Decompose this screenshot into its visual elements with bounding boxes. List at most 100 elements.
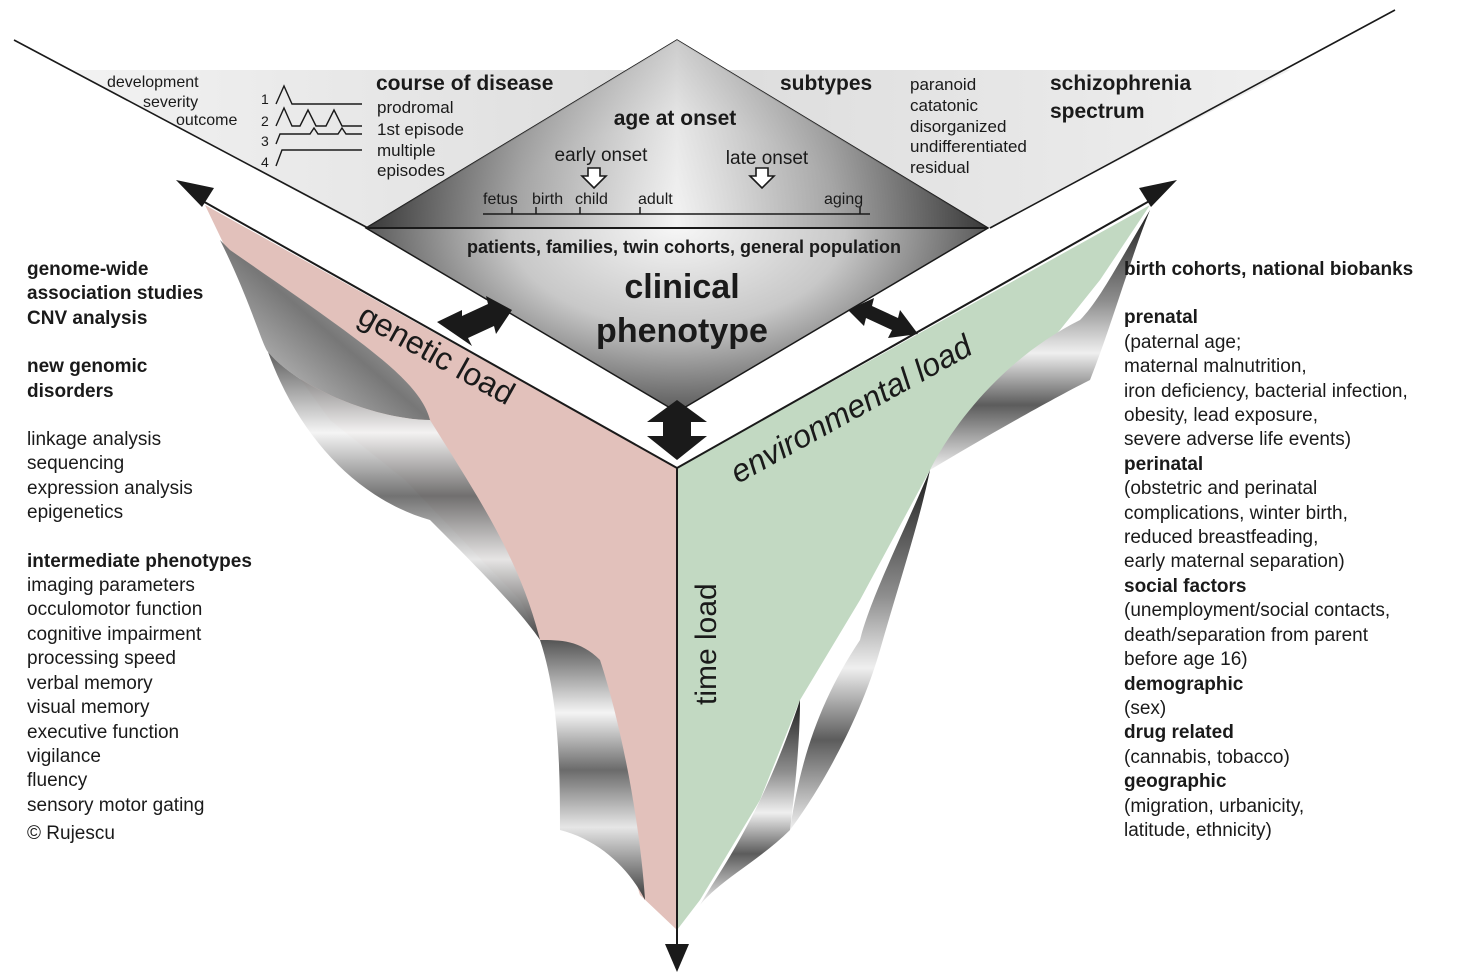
demographic-item: (sex) (1124, 697, 1167, 719)
intermediate-item: occulomotor function (27, 599, 203, 621)
early-onset-arrow-icon (580, 167, 608, 190)
intermediate-item: verbal memory (27, 672, 153, 694)
genetic-shading-mid (268, 352, 540, 640)
course-number-3: 3 (261, 133, 269, 149)
top-left-edge-line (13, 39, 369, 229)
gwas-line-2: association studies (27, 283, 204, 305)
early-onset-label: early onset (555, 145, 649, 166)
subtype-disorganized: disorganized (910, 117, 1006, 136)
timeline-label-adult: adult (638, 191, 673, 208)
course-number-2: 2 (261, 113, 269, 129)
late-onset-arrow-icon (748, 167, 776, 190)
new-genomic-line-1: new genomic (27, 356, 148, 378)
intermediate-item: visual memory (27, 697, 150, 719)
prenatal-item: iron deficiency, bacterial infection, (1124, 380, 1408, 402)
perinatal-item: early maternal separation) (1124, 551, 1345, 573)
genetic-axis-arrowhead-icon (176, 180, 214, 207)
course-of-disease-title: course of disease (376, 72, 553, 95)
method-item: linkage analysis (27, 429, 162, 451)
subtype-undifferentiated: undifferentiated (910, 137, 1027, 156)
intermediate-item: executive function (27, 721, 180, 743)
environmental-shading-upper (930, 210, 1150, 470)
intermediate-item: fluency (27, 770, 88, 792)
environmental-shading-lower (700, 700, 800, 905)
prenatal-item: (paternal age; (1124, 331, 1242, 353)
environmental-axis-line (676, 194, 1161, 469)
top-right-edge-line (989, 9, 1396, 229)
environmental-factors-panel: birth cohorts, national biobanks prenata… (1124, 258, 1413, 843)
perinatal-item: complications, winter birth, (1124, 502, 1348, 524)
populations-label: patients, families, twin cohorts, genera… (467, 237, 901, 257)
gwas-line-3: CNV analysis (27, 307, 148, 329)
intermediate-item: sensory motor gating (27, 794, 205, 816)
clinical-phenotype-title-1: clinical (624, 268, 739, 306)
environment-phenotype-double-arrow-icon (848, 298, 918, 338)
schizophrenia-spectrum-title-1: schizophrenia (1050, 72, 1192, 95)
geographic-title: geographic (1124, 771, 1227, 793)
social-factors-title: social factors (1124, 575, 1247, 597)
method-item: epigenetics (27, 502, 124, 524)
time-phenotype-double-arrow-icon (647, 400, 707, 460)
course-item-prodromal: prodromal (377, 98, 454, 117)
social-item: before age 16) (1124, 649, 1248, 671)
gwas-line-1: genome-wide (27, 259, 149, 280)
geographic-item: latitude, ethnicity) (1124, 819, 1272, 841)
environmental-load-face (677, 205, 1150, 930)
method-item: expression analysis (27, 477, 193, 499)
course-item-multiple: multiple (377, 141, 436, 160)
cohorts-title: birth cohorts, national biobanks (1124, 259, 1414, 280)
subtype-residual: residual (910, 158, 970, 177)
subtypes-title: subtypes (780, 72, 872, 95)
schizophrenia-spectrum-title-2: spectrum (1050, 100, 1145, 123)
genetic-methods-panel: genome-wide association studies CNV anal… (27, 258, 252, 847)
genetic-shading-upper (220, 240, 430, 420)
copyright-label: © Rujescu (27, 823, 115, 845)
course-item-episodes: episodes (377, 161, 445, 180)
axis-label-outcome: outcome (176, 112, 237, 129)
genetic-shading-lower (540, 640, 645, 900)
social-item: death/separation from parent (1124, 624, 1368, 646)
prenatal-item: severe adverse life events) (1124, 429, 1352, 451)
age-at-onset-title: age at onset (614, 107, 737, 130)
timeline-label-aging: aging (824, 191, 863, 208)
course-line-3 (275, 126, 362, 145)
subtype-paranoid: paranoid (910, 75, 976, 94)
diamond-upper-band (366, 40, 988, 228)
intermediate-item: imaging parameters (27, 575, 195, 597)
demographic-title: demographic (1124, 673, 1244, 695)
timeline-label-fetus: fetus (483, 191, 518, 208)
perinatal-item: reduced breastfeading, (1124, 527, 1319, 549)
axis-label-development: development (107, 74, 199, 91)
course-line-2 (275, 106, 362, 127)
perinatal-title: perinatal (1124, 453, 1204, 475)
subtype-catatonic: catatonic (910, 96, 979, 115)
new-genomic-line-2: disorders (27, 380, 114, 402)
intermediate-item: processing speed (27, 648, 176, 670)
genetic-phenotype-double-arrow-icon (437, 296, 512, 346)
clinical-phenotype-title-2: phenotype (596, 312, 768, 350)
time-load-label: time load (690, 583, 723, 705)
course-line-4 (275, 149, 362, 167)
late-onset-label: late onset (726, 148, 809, 169)
timeline-label-birth: birth (532, 191, 563, 208)
social-item: (unemployment/social contacts, (1124, 600, 1391, 622)
intermediate-item: vigilance (27, 745, 101, 767)
timeline-label-child: child (575, 191, 608, 208)
course-line-1 (275, 84, 362, 105)
prenatal-item: obesity, lead exposure, (1124, 405, 1318, 427)
environmental-shading-mid (790, 470, 930, 830)
course-item-1st-episode: 1st episode (377, 120, 464, 139)
prenatal-item: maternal malnutrition, (1124, 356, 1307, 378)
intermediate-item: cognitive impairment (27, 623, 202, 645)
course-number-4: 4 (261, 154, 269, 170)
drug-related-title: drug related (1124, 722, 1234, 744)
time-axis-arrowhead-icon (665, 944, 689, 972)
prenatal-title: prenatal (1124, 307, 1198, 329)
course-number-1: 1 (261, 91, 269, 107)
method-item: sequencing (27, 453, 125, 475)
genetic-axis-line (191, 194, 678, 469)
perinatal-item: (obstetric and perinatal (1124, 478, 1318, 500)
axis-label-severity: severity (143, 94, 198, 111)
geographic-item: (migration, urbanicity, (1124, 795, 1305, 817)
